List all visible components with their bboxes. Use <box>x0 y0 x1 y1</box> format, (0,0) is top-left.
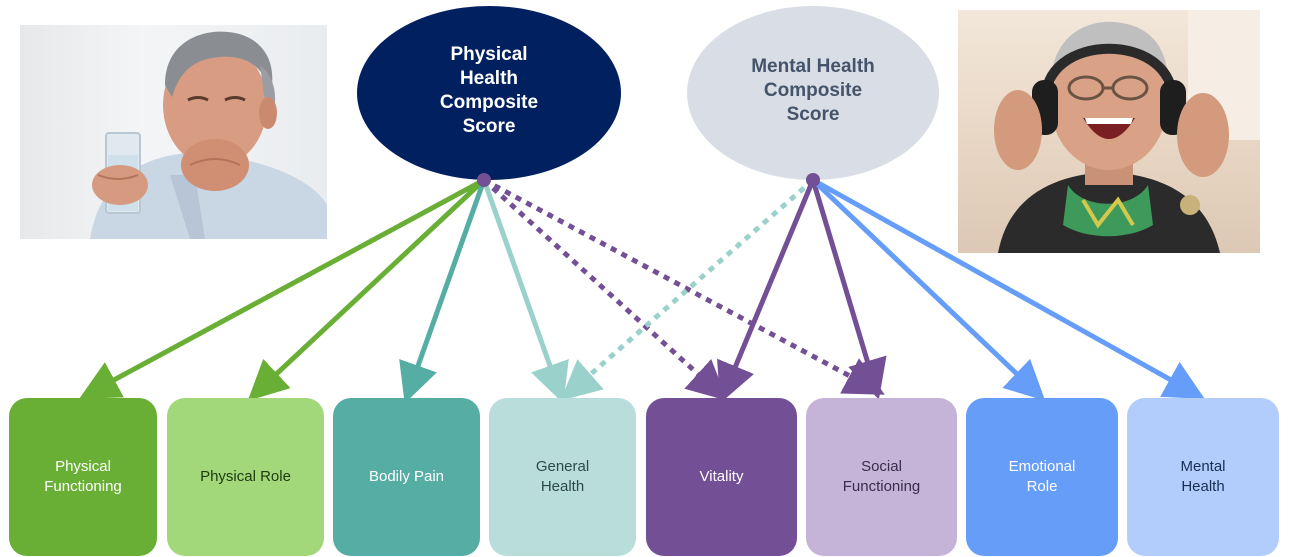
arrow-mental-to-emotional-role <box>811 178 1046 401</box>
domain-box-vitality: Vitality <box>646 398 797 556</box>
domain-box-general-health: General Health <box>489 398 636 556</box>
domain-box-physical-role: Physical Role <box>167 398 324 556</box>
physical-composite-ellipse <box>357 6 621 180</box>
arrow-physical-to-social-functioning-dotted <box>482 177 885 395</box>
photo-elderly-woman <box>958 10 1260 253</box>
domain-box-physical-functioning: Physical Functioning <box>9 398 157 556</box>
arrow-physical-to-physical-functioning <box>79 177 486 399</box>
domain-box-emotional-role: Emotional Role <box>966 398 1118 556</box>
domain-box-bodily-pain: Bodily Pain <box>333 398 480 556</box>
domain-box-social-functioning: Social Functioning <box>806 398 957 556</box>
mental-origin-dot <box>806 173 820 187</box>
elderly-man-coughing-photo-icon <box>90 31 327 239</box>
arrow-physical-to-bodily-pain <box>399 179 487 404</box>
domain-label: Bodily Pain <box>368 468 445 485</box>
domain-box-mental-health: Mental Health <box>1127 398 1279 556</box>
physical-origin-dot <box>477 173 491 187</box>
domain-label: Emotional Role <box>1008 458 1076 495</box>
domain-label: Mental Health <box>1180 458 1226 495</box>
arrow-physical-to-general-health <box>481 179 569 404</box>
domain-label: General Health <box>535 458 590 495</box>
physical-composite-label: Physical Health Composite Score <box>439 44 539 137</box>
domain-label: Physical Functioning <box>44 458 122 495</box>
mental-composite-label: Mental Health Composite Score <box>751 56 875 125</box>
domain-label: Vitality <box>699 468 744 485</box>
photo-elderly-man <box>20 25 327 239</box>
domain-label: Physical Role <box>200 468 291 485</box>
arrow-physical-to-vitality-dotted <box>482 178 728 401</box>
arrow-mental-to-social-functioning <box>810 179 887 400</box>
arrow-mental-to-mental-health <box>811 177 1205 399</box>
mental-composite-ellipse <box>687 6 939 180</box>
domain-label: Social Functioning <box>842 458 921 495</box>
elderly-woman-laughing-headphones-photo-icon <box>994 10 1260 253</box>
arrow-mental-to-vitality <box>717 179 816 404</box>
arrow-physical-to-physical-role <box>247 178 486 401</box>
